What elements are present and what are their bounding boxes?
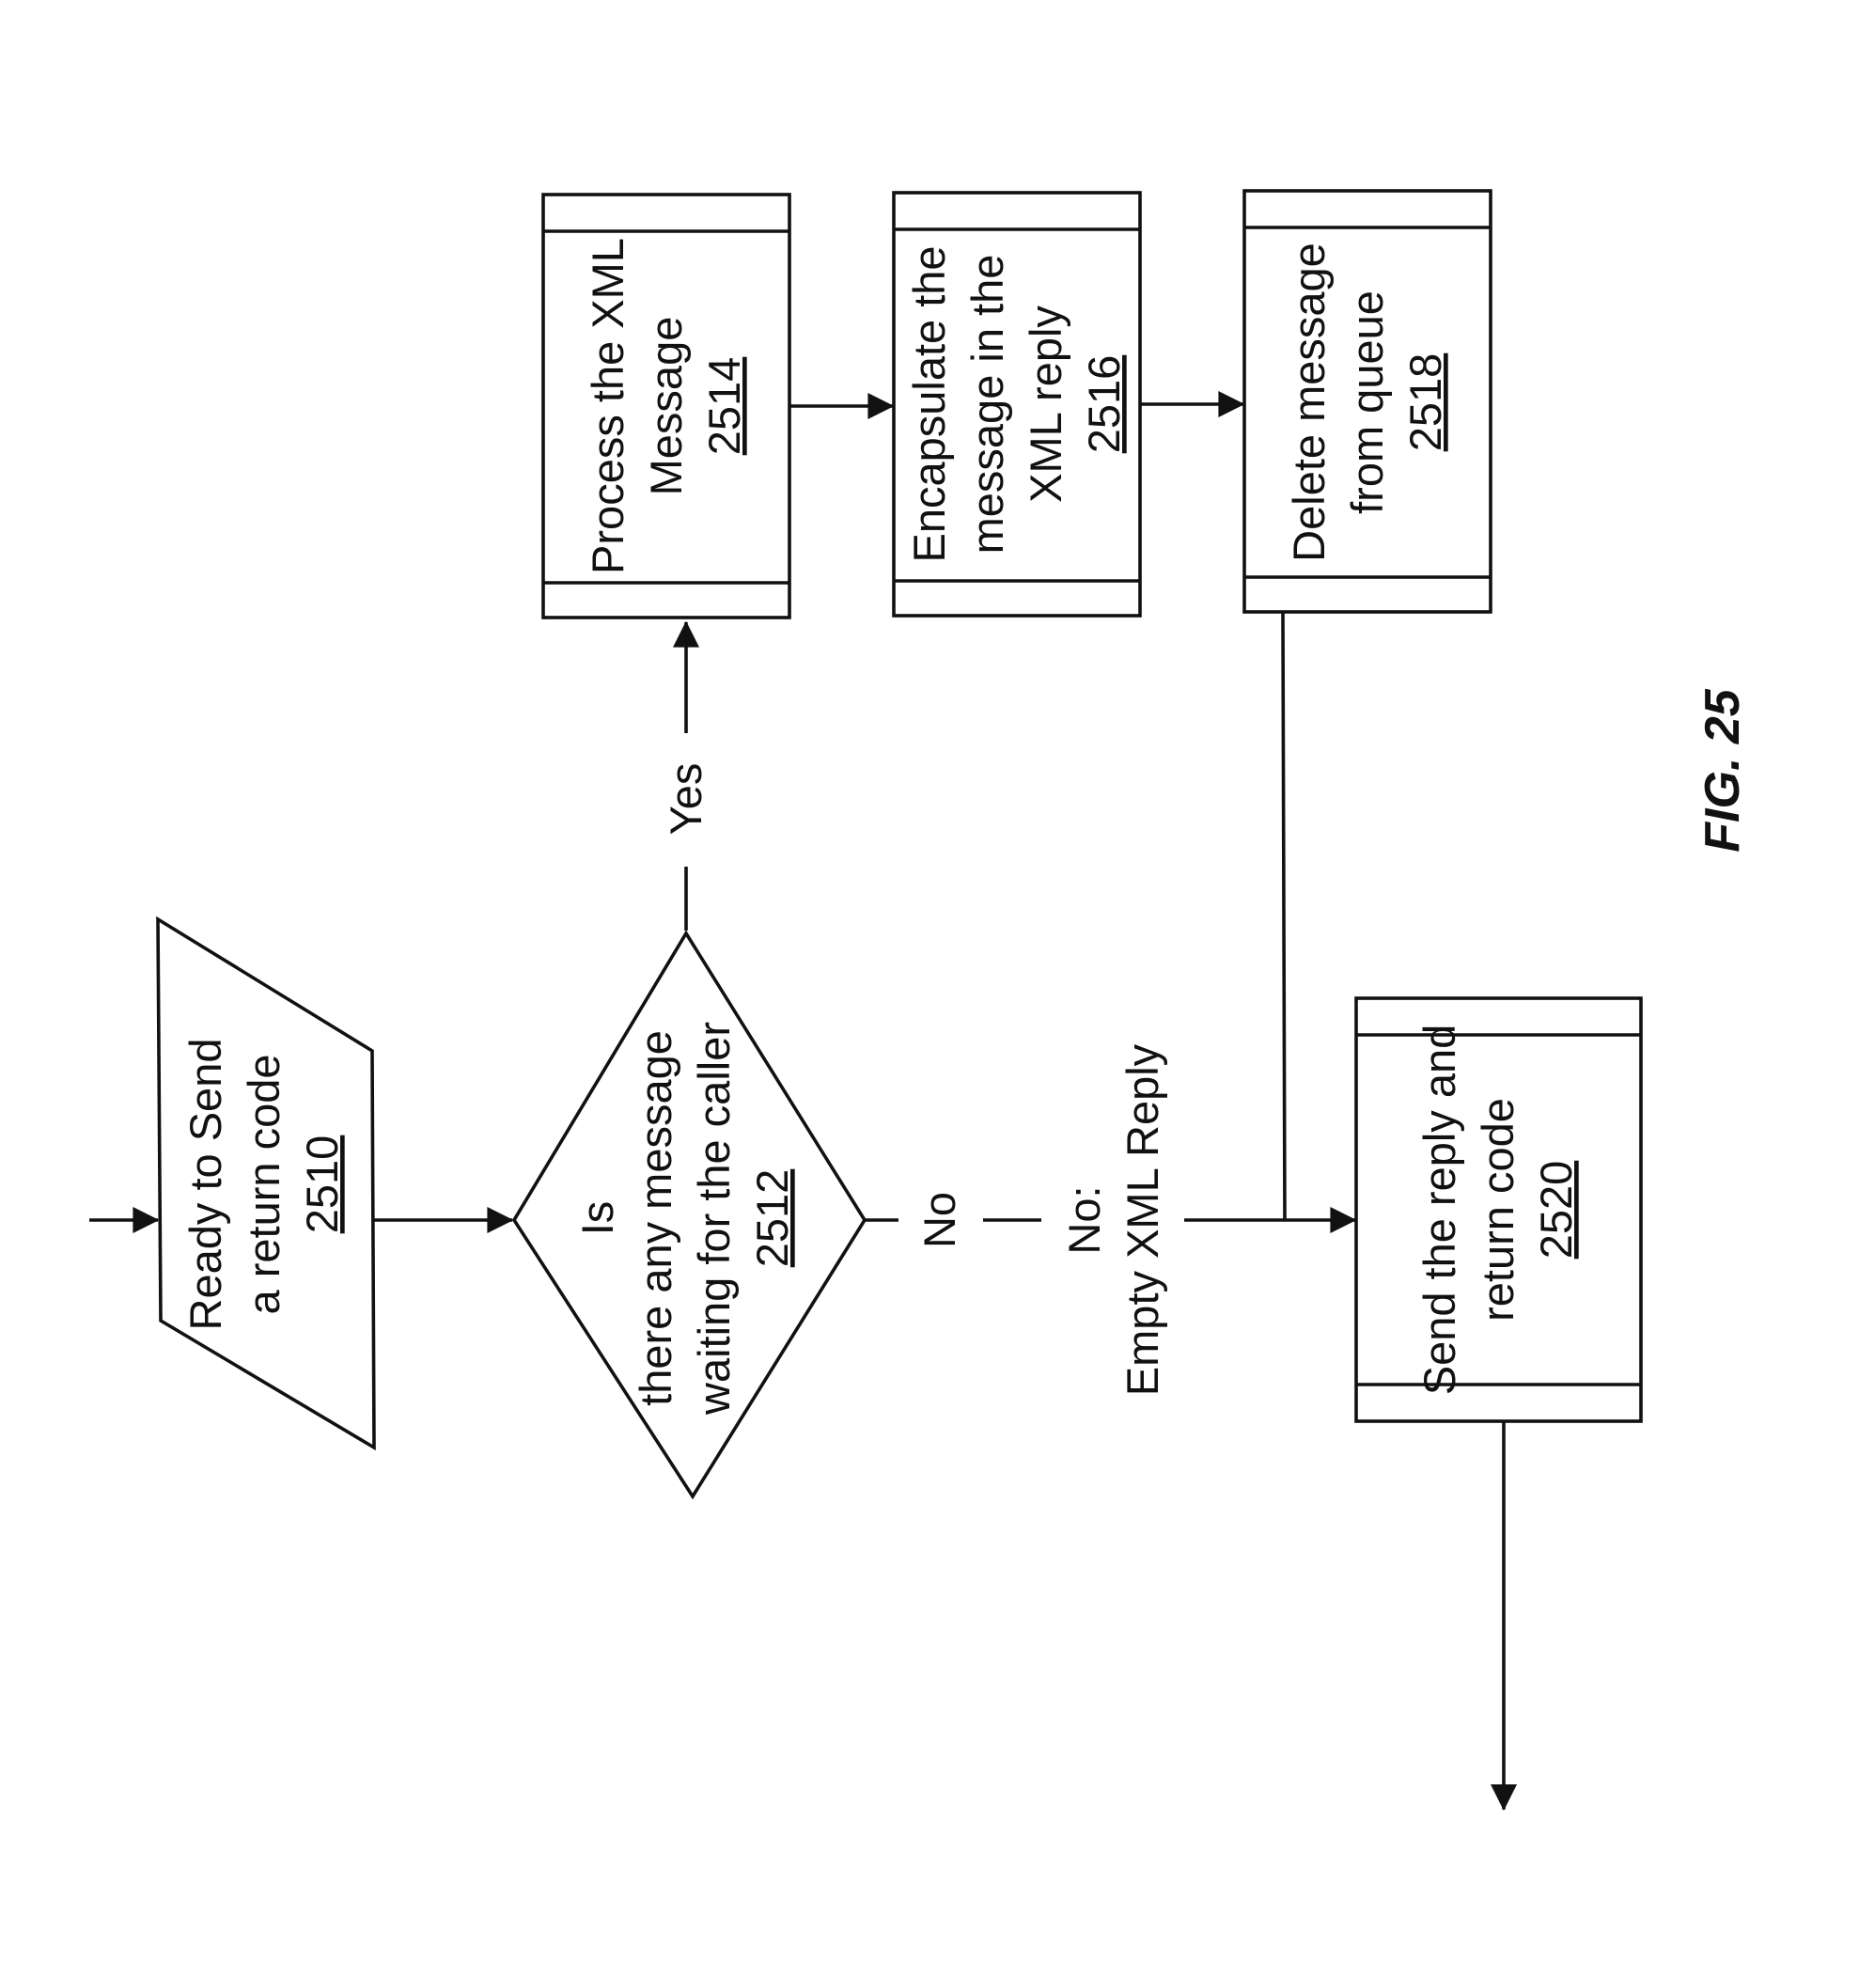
node-2518-line-1: Delete message (1284, 243, 1334, 562)
edge-label-yes-group: Yes (661, 763, 711, 836)
node-2510-ref: 2510 (297, 1135, 347, 1234)
node-2514-line-1: Process the XML (583, 238, 633, 574)
node-2520-send-reply: Send the reply and return code 2520 (1356, 998, 1641, 1421)
node-2512-line-3: waiting for the caller (689, 1022, 739, 1416)
node-2512-line-1: Is (572, 1201, 622, 1236)
node-2510-ready-to-send: Ready to Send a return code 2510 (158, 919, 374, 1448)
node-2520-line-1: Send the reply and (1414, 1025, 1464, 1396)
figure-label: FIG. 25 (1695, 688, 1750, 852)
edge-label-no-group: No (914, 1192, 964, 1248)
node-2516-line-1: Encapsulate the (904, 245, 954, 562)
node-2518-ref: 2518 (1400, 353, 1450, 452)
edge-label-no-empty-line-1: No: (1059, 1185, 1109, 1254)
node-2520-ref: 2520 (1531, 1161, 1581, 1260)
node-2514-process-xml: Process the XML Message 2514 (543, 195, 789, 618)
edge-label-no-empty-line-2: Empty XML Reply (1117, 1043, 1167, 1396)
node-2518-line-2: from queue (1342, 290, 1392, 514)
node-2514-ref: 2514 (699, 357, 749, 456)
figure-label-group: FIG. 25 (1695, 688, 1750, 852)
node-2516-line-3: XML reply (1021, 305, 1070, 503)
node-2516-line-2: message in the (962, 255, 1012, 555)
node-2514-line-2: Message (641, 317, 691, 496)
node-2512-decision: Is there any message waiting for the cal… (514, 933, 865, 1496)
node-2510-line-2: a return code (239, 1055, 289, 1315)
edge-label-yes: Yes (661, 763, 711, 836)
node-2518-delete-message: Delete message from queue 2518 (1244, 191, 1491, 612)
node-2510-line-1: Ready to Send (180, 1039, 230, 1331)
node-2520-line-2: return code (1473, 1098, 1523, 1322)
line-2518-to-junction (1283, 613, 1285, 1220)
edge-label-no-empty-group: No: Empty XML Reply (1059, 1043, 1167, 1396)
edge-label-no: No (914, 1192, 964, 1248)
node-2512-ref: 2512 (747, 1169, 797, 1268)
node-2512-line-2: there any message (631, 1030, 680, 1406)
node-2516-ref: 2516 (1079, 355, 1129, 454)
node-2516-encapsulate: Encapsulate the message in the XML reply… (894, 193, 1140, 616)
